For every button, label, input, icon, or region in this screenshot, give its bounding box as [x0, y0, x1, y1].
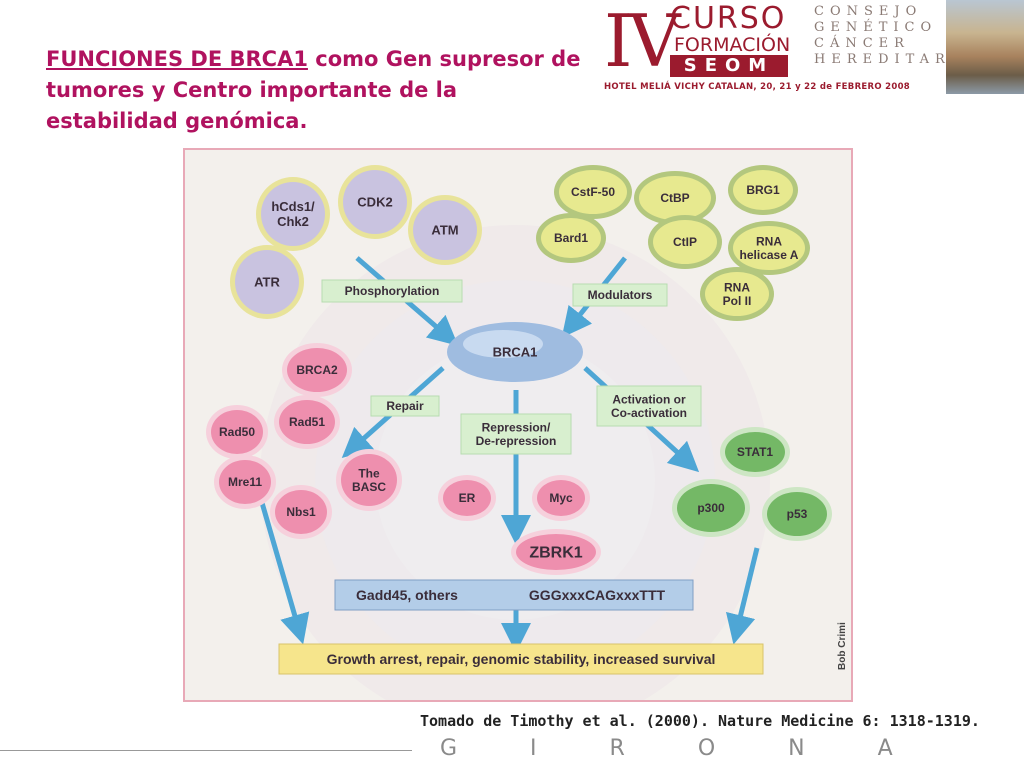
- modulator-node: [733, 226, 805, 270]
- modulator-node: [705, 272, 769, 316]
- kinase-node: [235, 250, 299, 314]
- outcome-label: Growth arrest, repair, genomic stability…: [327, 651, 716, 667]
- kinase-node-label: ATM: [431, 223, 458, 238]
- kinase-node: [413, 200, 477, 260]
- kinase-node-label: CDK2: [357, 195, 392, 210]
- consejo-line: HEREDITARIO: [814, 52, 979, 67]
- repression-node: [443, 480, 491, 516]
- gadd-bar: [334, 579, 694, 611]
- repair-node: [341, 454, 397, 506]
- logo-consejo: CONSEJO GENÉTICO CÁNCER HEREDITARIO: [814, 4, 979, 68]
- repression-node-label: ER: [459, 491, 476, 505]
- modulator-node: [733, 170, 793, 210]
- right-outcome-arrow: [725, 547, 760, 645]
- course-logo: IV CURSO FORMACIÓN SEOM HOTEL MELIÁ VICH…: [600, 0, 1024, 100]
- brca1-highlight: [463, 330, 543, 358]
- repair-node-label: BRCA2: [296, 363, 338, 377]
- credit-label: Bob Crimi: [837, 622, 848, 670]
- logo-numeral: IV: [604, 0, 680, 83]
- repression-node-label: Myc: [549, 491, 573, 505]
- activation-node-label: p53: [787, 507, 808, 521]
- repair-box: [370, 395, 440, 417]
- modulator-node-label: CtIP: [673, 235, 697, 249]
- footer-divider: [0, 750, 412, 751]
- consejo-line: GENÉTICO: [814, 20, 938, 35]
- repair-node: [219, 460, 271, 504]
- footer-girona: GIRONA: [440, 736, 966, 761]
- gadd-left-label: Gadd45, others: [356, 587, 458, 603]
- repair-node: [287, 348, 347, 392]
- repression-node: [537, 480, 585, 516]
- activation-node: [677, 484, 745, 532]
- logo-hotel: HOTEL MELIÁ VICHY CATALAN, 20, 21 y 22 d…: [604, 82, 911, 92]
- repression-box: [460, 413, 572, 455]
- gadd-right-label: GGGxxxCAGxxxTTT: [529, 587, 666, 603]
- repair-node-label: Rad51: [289, 415, 325, 429]
- repair-node-label: Mre11: [228, 475, 262, 489]
- modulator-node-label: Bard1: [554, 231, 588, 245]
- repair-node-label: Nbs1: [286, 505, 316, 519]
- kinase-node-label: hCds1/Chk2: [271, 199, 315, 229]
- activation-box: [596, 385, 702, 427]
- kinase-node-label: ATR: [254, 275, 280, 290]
- modulator-node-label: CstF-50: [571, 185, 615, 199]
- modulator-node-label: BRG1: [746, 183, 780, 197]
- phosphorylation-box: [321, 279, 463, 303]
- consejo-line: CONSEJO: [814, 4, 923, 19]
- zbrk1-node-label: ZBRK1: [529, 545, 582, 562]
- modulator-node-label: CtBP: [660, 191, 689, 205]
- girona-photo: [946, 0, 1024, 94]
- activation-node: [767, 492, 827, 536]
- logo-formacion: FORMACIÓN: [674, 34, 791, 56]
- modulator-node: [653, 220, 717, 264]
- repair-box-label: Repair: [386, 399, 424, 413]
- modulators-box-label: Modulators: [588, 288, 653, 302]
- slide-title: FUNCIONES DE BRCA1 como Gen supresor de …: [46, 44, 586, 137]
- activation-node-label: p300: [697, 501, 725, 515]
- modulators-box: [572, 283, 668, 307]
- repair-node: [279, 400, 335, 444]
- phosphorylation-box-label: Phosphorylation: [345, 284, 440, 298]
- title-underlined: FUNCIONES DE BRCA1: [46, 47, 308, 71]
- kinase-node: [343, 170, 407, 234]
- brca1-label: BRCA1: [493, 345, 538, 360]
- repair-node-label: Rad50: [219, 425, 255, 439]
- repair-node: [275, 490, 327, 534]
- repression-box-label: Repression/De-repression: [476, 420, 557, 448]
- citation: Tomado de Timothy et al. (2000). Nature …: [420, 712, 980, 730]
- outcome-bar: [278, 643, 764, 675]
- modulator-node: [559, 170, 627, 214]
- kinase-node: [261, 182, 325, 246]
- activation-node-label: STAT1: [737, 445, 774, 459]
- activation-node: [725, 432, 785, 472]
- modulator-node: [541, 218, 601, 258]
- consejo-line: CÁNCER: [814, 36, 910, 51]
- modulator-node: [639, 176, 711, 220]
- logo-curso: CURSO: [670, 1, 787, 36]
- logo-seom: SEOM: [670, 55, 788, 77]
- zbrk1-node: [516, 534, 596, 570]
- repair-node: [211, 410, 263, 454]
- title-rest: como Gen supresor de tumores y Centro im…: [46, 47, 581, 133]
